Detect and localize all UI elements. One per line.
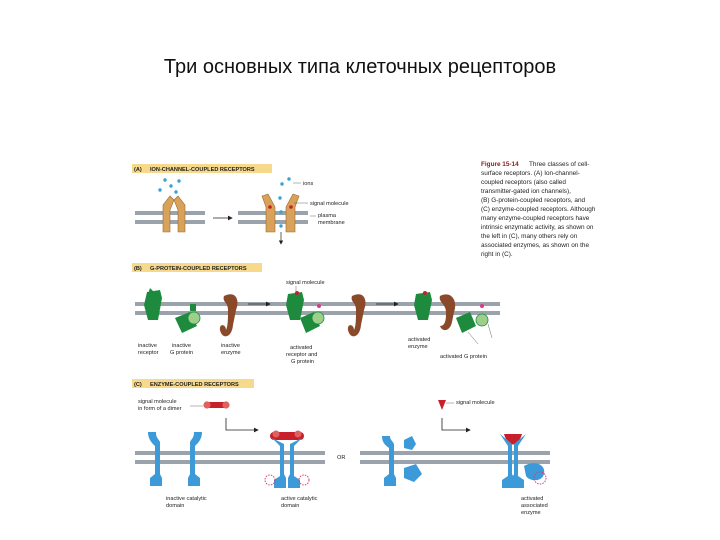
panel-b-letter: (B): [134, 266, 142, 272]
panel-b: (B) G-PROTEIN-COUPLED RECEPTORS inactive…: [132, 263, 500, 365]
label-signal-molecule-a: signal molecule: [310, 201, 349, 207]
activated-receptor: [286, 291, 325, 333]
label-inactive-enzyme-1: inactive: [221, 343, 240, 349]
label-inactive-g-protein-1: inactive: [172, 343, 191, 349]
label-inactive-enzyme-2: enzyme: [221, 350, 241, 356]
caption-line-9: the left in (C), many others rely on: [481, 233, 578, 240]
label-signal-dimer-1: signal molecule: [138, 399, 177, 405]
panel-c-arrow-2: [441, 418, 471, 433]
panel-c-arrow-1: [225, 418, 259, 433]
slide-title: Три основных типа клеточных рецепторов: [163, 56, 557, 78]
caption-line-5: (B) G-protein-coupled receptors, and: [481, 197, 586, 204]
open-ion-channel: [261, 193, 300, 233]
label-activated-receptor-3: G protein: [291, 359, 314, 365]
signal-molecule-c: [438, 400, 446, 410]
inactive-enzyme: [219, 294, 238, 337]
label-plasma: plasma: [318, 213, 337, 219]
or-label: OR: [337, 455, 345, 461]
caption-line-8: intrinsic enzymatic activity, as shown o…: [481, 224, 594, 231]
panel-a-header-band: [132, 164, 272, 173]
label-inactive-receptor-1: inactive: [138, 343, 157, 349]
signal-dimer: [203, 401, 230, 409]
caption-line-2: surface receptors. (A) Ion-channel-: [481, 170, 580, 177]
label-inactive-receptor-2: receptor: [138, 350, 159, 356]
inactive-receptor: [144, 288, 162, 320]
panel-a-letter: (A): [134, 167, 142, 173]
label-signal-molecule-c: signal molecule: [456, 400, 495, 406]
label-activated-g-protein: activated G protein: [440, 354, 487, 360]
caption-line-1: Three classes of cell-: [529, 161, 589, 168]
label-activated-associated-2: associated: [521, 503, 548, 509]
label-signal-dimer-2: in form of a dimer: [138, 406, 182, 412]
activated-g-protein: [456, 304, 489, 333]
label-active-catalytic-1: active catalytic: [281, 496, 318, 502]
caption-line-3: coupled receptors (also called: [481, 179, 566, 186]
active-enzyme-receptor: [264, 430, 310, 488]
label-signal-molecule-b: signal molecule: [286, 280, 325, 286]
label-active-catalytic-2: domain: [281, 503, 299, 509]
panel-a-header: ION-CHANNEL-COUPLED RECEPTORS: [150, 167, 255, 173]
caption-line-11: right in (C).: [481, 251, 513, 258]
activated-state-receptor: [414, 291, 432, 320]
caption-line-10: associated enzymes, as shown on the: [481, 242, 589, 249]
panel-c-header: ENZYME-COUPLED RECEPTORS: [150, 382, 239, 388]
label-activated-enzyme-1: activated: [408, 337, 430, 343]
label-membrane: membrane: [318, 220, 345, 226]
panel-c-letter: (C): [134, 382, 142, 388]
activated-associated-enzyme: [500, 434, 547, 488]
label-activated-enzyme-2: enzyme: [408, 344, 428, 350]
signal-molecule-dot: [295, 291, 299, 295]
caption-number: Figure 15-14: [481, 161, 519, 168]
panel-a: (A) ION-CHANNEL-COUPLED RECEPTORS: [132, 164, 349, 245]
figure-caption: Figure 15-14 Three classes of cell- surf…: [481, 161, 596, 258]
panel-c: (C) ENZYME-COUPLED RECEPTORS signal mole…: [132, 379, 550, 516]
label-ions: ions: [303, 181, 313, 187]
inactive-g-protein: [175, 304, 201, 333]
panel-b-header: G-PROTEIN-COUPLED RECEPTORS: [150, 266, 247, 272]
label-inactive-catalytic-2: domain: [166, 503, 184, 509]
label-activated-receptor-2: receptor and: [286, 352, 317, 358]
inactive-enzyme-receptor-2: [188, 432, 202, 486]
panel-b-header-band: [132, 263, 262, 272]
caption-line-6: (C) enzyme-coupled receptors. Although: [481, 206, 596, 213]
closed-ion-channel: [162, 195, 186, 233]
activated-enzyme: [439, 294, 456, 331]
label-activated-associated-1: activated: [521, 496, 543, 502]
panel-c-membrane: [135, 451, 550, 464]
panel-c-header-band: [132, 379, 254, 388]
label-activated-receptor-1: activated: [290, 345, 312, 351]
inactive-enzyme-2: [347, 294, 366, 337]
label-inactive-g-protein-2: G protein: [170, 350, 193, 356]
receptor-without-enzyme: [382, 436, 422, 486]
caption-line-7: many enzyme-coupled receptors have: [481, 215, 590, 222]
label-activated-associated-3: enzyme: [521, 510, 541, 516]
ions-flowing: [278, 177, 291, 228]
inactive-enzyme-receptor-1: [148, 432, 162, 486]
ions-outside: [158, 178, 181, 194]
label-inactive-catalytic-1: inactive catalytic: [166, 496, 207, 502]
caption-line-4: transmitter-gated ion channels),: [481, 188, 571, 195]
signal-molecule-dot: [268, 205, 272, 209]
